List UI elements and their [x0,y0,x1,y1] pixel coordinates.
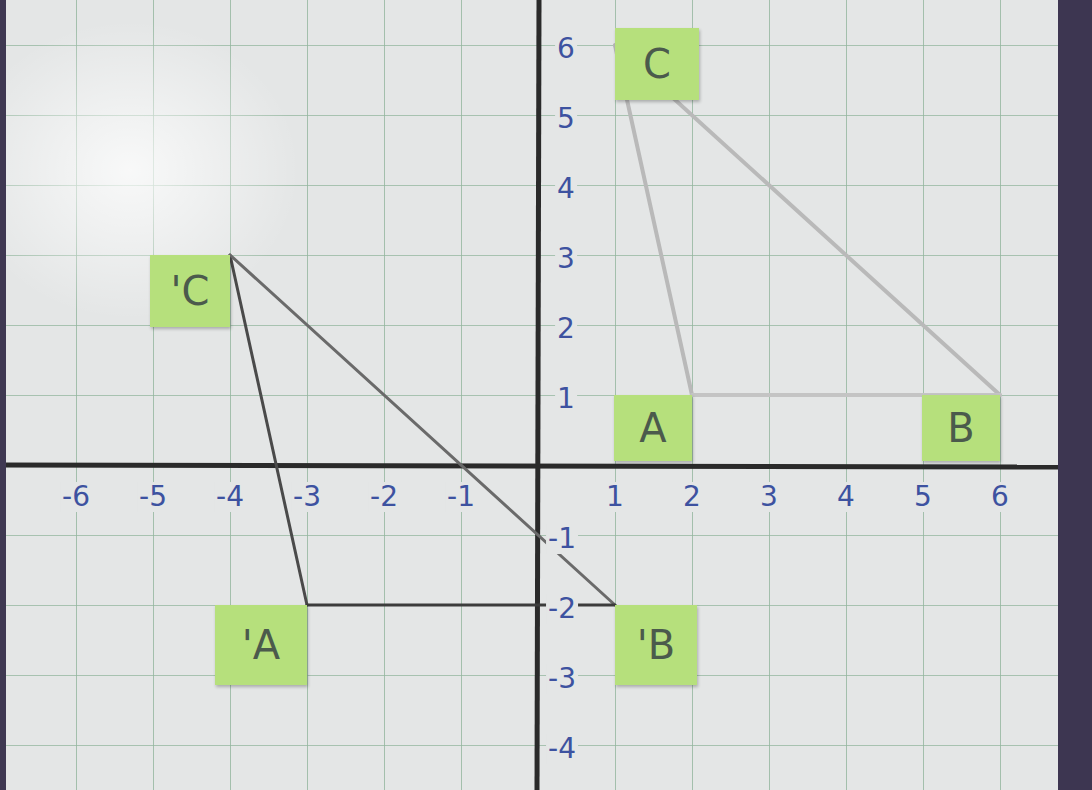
board-edge [0,0,6,790]
board-edge [1058,0,1092,790]
axis-number: -2 [368,482,400,512]
sticky-note: 'B [615,605,697,685]
vertex-letter: B [947,408,974,448]
axis-number: -4 [546,734,578,764]
x-axis [0,465,1060,467]
sticky-note: A [614,395,692,461]
vertex-letter: C [643,44,671,84]
axis-number: 5 [912,482,934,512]
axis-number: -1 [546,524,578,554]
axis-number: -2 [546,594,578,624]
triangle-side [230,255,307,605]
axis-number: 2 [555,314,577,344]
y-axis [537,0,539,790]
axis-number: 6 [555,34,577,64]
vertex-letter: 'C [171,271,210,311]
sticky-note: B [922,395,1000,461]
axis-number: -5 [137,482,169,512]
axis-number: -3 [546,664,578,694]
axis-number: 4 [555,174,577,204]
sticky-note: C [615,28,699,100]
axis-number: 3 [758,482,780,512]
axis-number: -6 [60,482,92,512]
axis-number: 4 [835,482,857,512]
axis-number: -3 [291,482,323,512]
sticky-note: 'A [215,605,307,685]
axis-number: 2 [681,482,703,512]
sticky-note: 'C [150,255,230,327]
axis-number: 3 [555,244,577,274]
axis-number: -1 [445,482,477,512]
vertex-letter: 'B [637,625,675,665]
axis-number: 6 [989,482,1011,512]
vertex-letter: A [639,408,666,448]
axis-number: 5 [555,104,577,134]
axis-number: -4 [214,482,246,512]
axis-number: 1 [555,384,577,414]
vertex-letter: 'A [242,625,280,665]
axis-number: 1 [604,482,626,512]
triangle-side [230,255,615,605]
